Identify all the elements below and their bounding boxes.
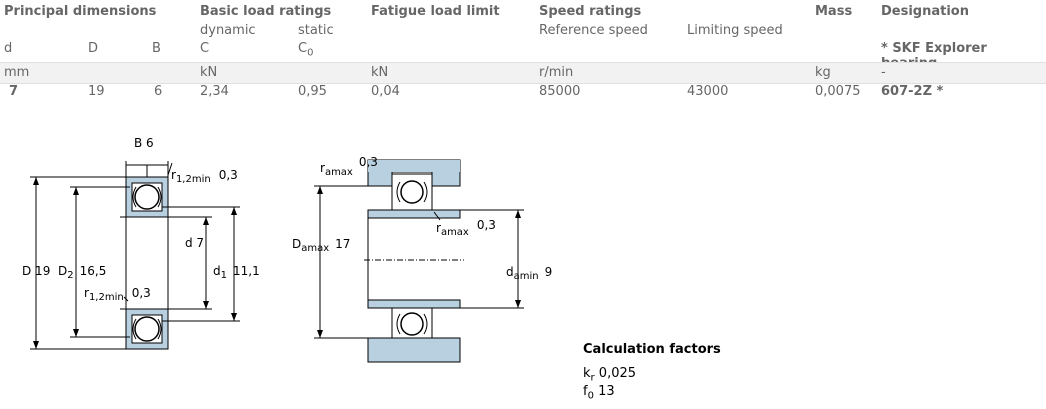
unit-rpm: r/min [539,65,574,80]
symbol-d: d [4,41,13,56]
symbol-C: C [200,41,210,56]
unit-kn-fatigue: kN [371,65,389,80]
value-C0: 0,95 [298,84,327,99]
unit-mm: mm [4,65,30,80]
symbol-C0: C0 [298,41,314,59]
subheader-limiting-speed: Limiting speed [687,23,783,38]
value-reference-speed: 85000 [539,84,581,99]
subheader-reference-speed: Reference speed [539,23,648,38]
symbol-B: B [152,41,161,56]
header-speed-ratings: Speed ratings [539,4,642,19]
unit-kn-load: kN [200,65,218,80]
header-mass: Mass [815,4,853,19]
value-d: 7 [9,84,19,99]
value-Pu: 0,04 [371,84,400,99]
subheader-dynamic: dynamic [200,23,256,38]
symbol-D: D [88,41,99,56]
value-B: 6 [154,84,163,99]
label-ra-mid: ramax0,3 [436,218,496,238]
header-designation: Designation [881,4,969,19]
factor-f0: f0 13 [583,384,615,402]
units-row [0,62,1046,84]
subheader-static: static [298,23,334,38]
value-limiting-speed: 43000 [687,84,729,99]
value-D: 19 [88,84,105,99]
label-d: d 7 [185,236,204,250]
label-B: B 6 [134,136,154,150]
unit-kg: kg [815,65,831,80]
value-C: 2,34 [200,84,229,99]
label-D: D 19 [22,264,50,278]
header-principal-dimensions: Principal dimensions [4,4,157,19]
value-designation: 607-2Z * [881,84,944,99]
header-fatigue-load-limit: Fatigue load limit [371,4,500,19]
unit-dash: - [881,65,886,80]
factor-kr: kr 0,025 [583,366,637,384]
label-ra-top: ramax0,3 [320,155,378,178]
calculation-factors-title: Calculation factors [583,342,721,357]
header-basic-load-ratings: Basic load ratings [200,4,332,19]
value-mass: 0,0075 [815,84,861,99]
